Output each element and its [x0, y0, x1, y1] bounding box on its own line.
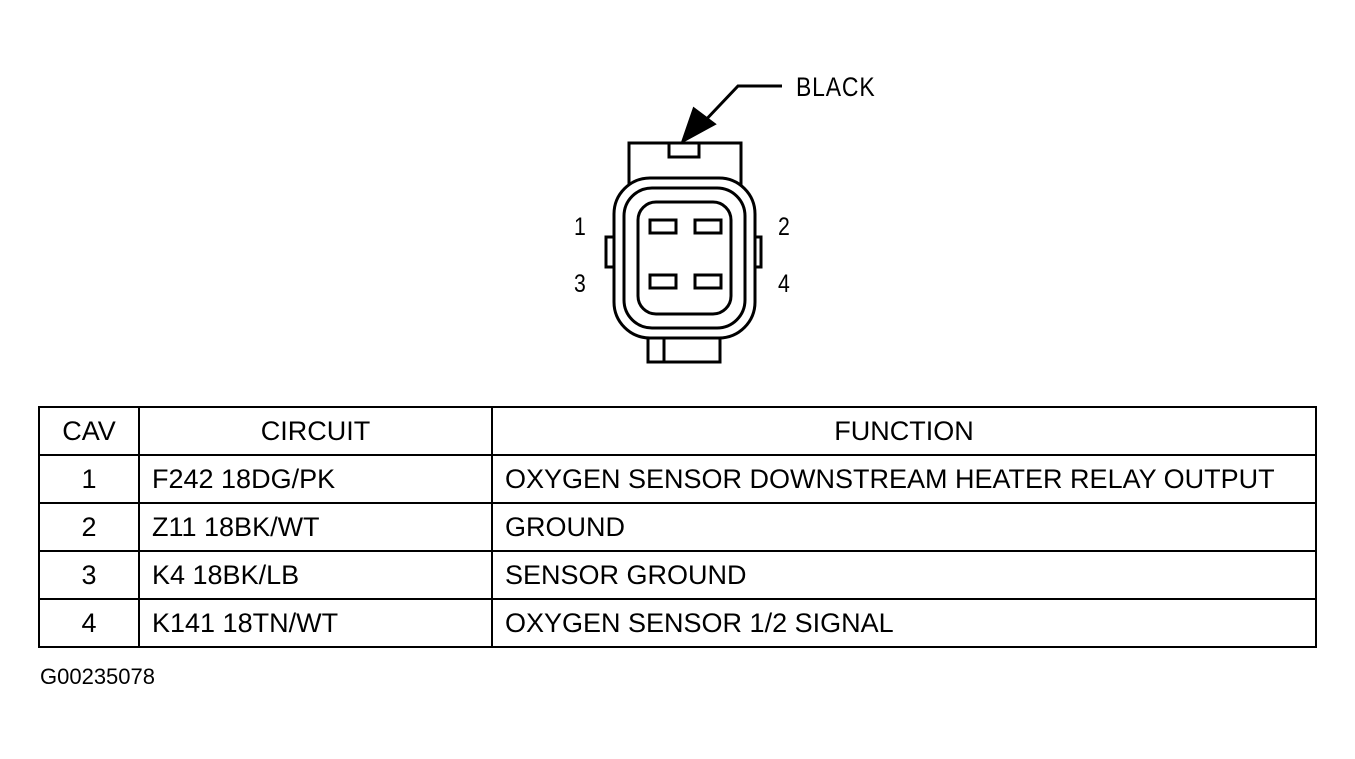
header-circuit: CIRCUIT [138, 406, 493, 456]
color-leader-arrow [680, 84, 782, 145]
cavity-3 [648, 273, 678, 290]
cell-cav: 3 [38, 550, 140, 600]
cell-cav: 1 [38, 454, 140, 504]
cell-function: OXYGEN SENSOR 1/2 SIGNAL [491, 598, 1317, 648]
pin-label-1: 1 [574, 213, 586, 241]
cell-circuit: Z11 18BK/WT [138, 502, 493, 552]
cavity-4 [693, 273, 723, 290]
connector-diagram: BLACK 1 2 3 4 [574, 72, 876, 364]
pin-label-3: 3 [574, 270, 586, 298]
table-row: 4 K141 18TN/WT OXYGEN SENSOR 1/2 SIGNAL [38, 598, 1317, 648]
figure-id: G00235078 [40, 664, 155, 689]
connector-housing [604, 141, 763, 364]
cell-circuit: K141 18TN/WT [138, 598, 493, 648]
pinout-table: CAV CIRCUIT FUNCTION 1 F242 18DG/PK OXYG… [38, 406, 1317, 648]
cell-cav: 4 [38, 598, 140, 648]
cavity-1 [648, 218, 678, 235]
connector-color-label: BLACK [796, 72, 876, 102]
cell-function: OXYGEN SENSOR DOWNSTREAM HEATER RELAY OU… [491, 454, 1317, 504]
table-row: 2 Z11 18BK/WT GROUND [38, 502, 1317, 552]
cavity-2 [693, 218, 723, 235]
pin-label-2: 2 [778, 213, 790, 241]
cell-function: GROUND [491, 502, 1317, 552]
terminal-cavities [648, 218, 723, 290]
header-function: FUNCTION [491, 406, 1317, 456]
table-header-row: CAV CIRCUIT FUNCTION [38, 406, 1317, 456]
table-row: 3 K4 18BK/LB SENSOR GROUND [38, 550, 1317, 600]
cell-circuit: F242 18DG/PK [138, 454, 493, 504]
table-row: 1 F242 18DG/PK OXYGEN SENSOR DOWNSTREAM … [38, 454, 1317, 504]
cell-circuit: K4 18BK/LB [138, 550, 493, 600]
cell-cav: 2 [38, 502, 140, 552]
pin-label-4: 4 [778, 270, 790, 298]
header-cav: CAV [38, 406, 140, 456]
cell-function: SENSOR GROUND [491, 550, 1317, 600]
connector-drawing [604, 84, 782, 364]
